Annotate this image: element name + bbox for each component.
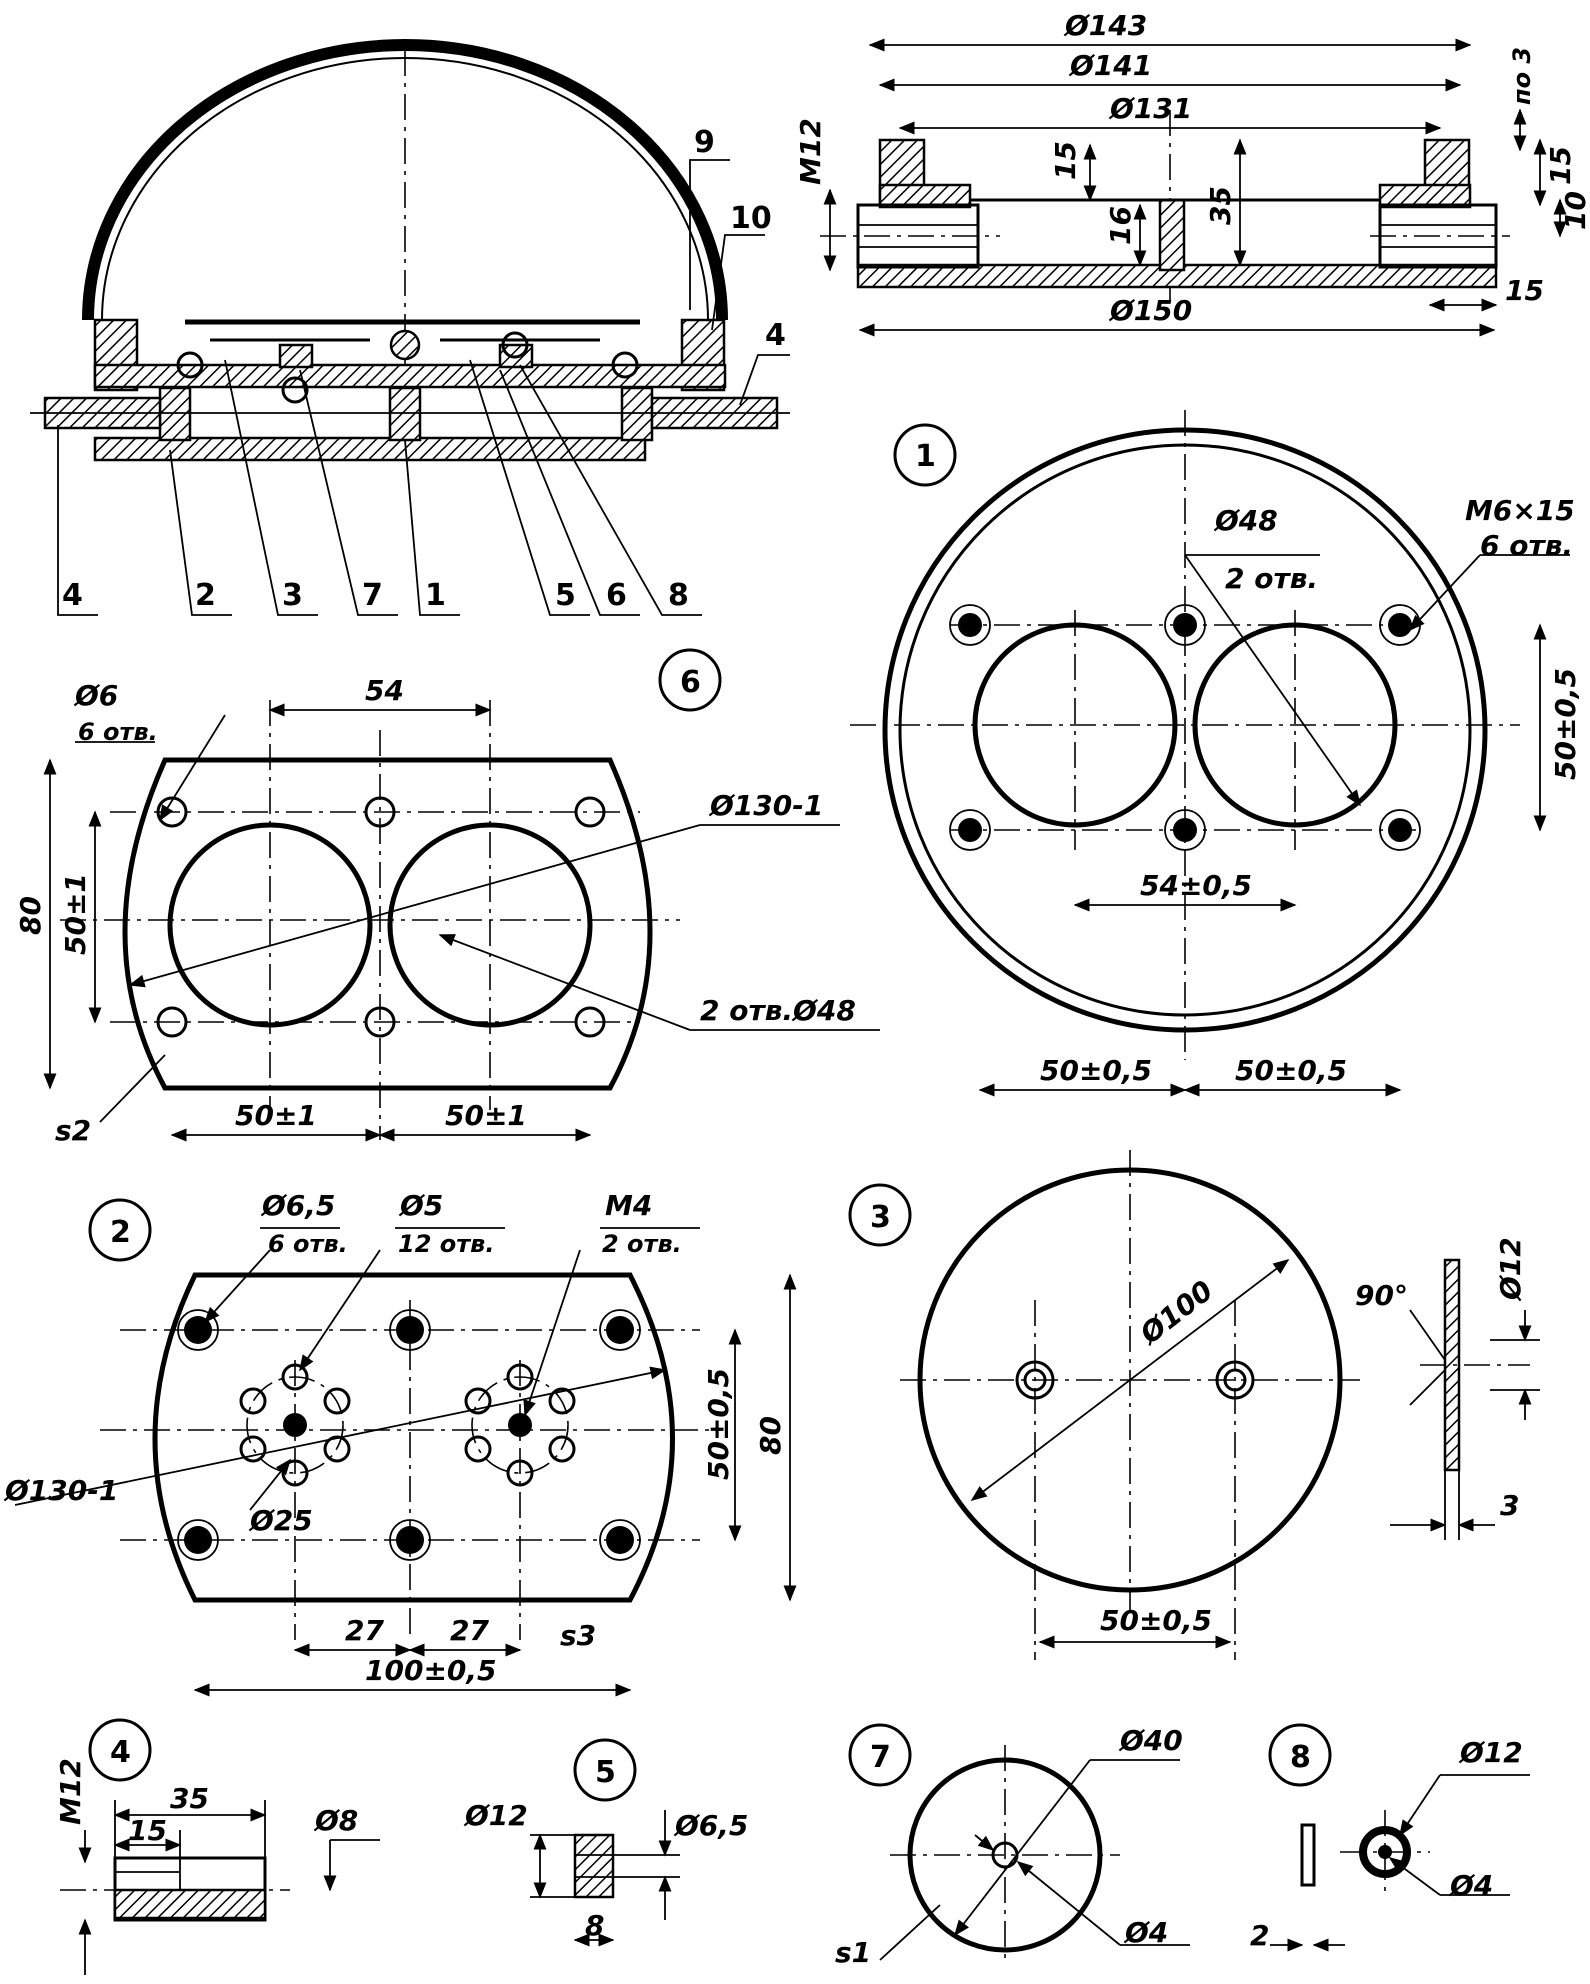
dim-d12: Ø12 [1458,1736,1523,1769]
dim-100: 100±0,5 [365,1654,497,1687]
assembly-section-view [30,39,790,616]
dim-d5: Ø5 [398,1189,443,1222]
part5-number: 5 [595,1755,616,1790]
part6-plate [43,648,880,1142]
part1-number: 1 [915,439,936,474]
dim-27-left: 27 [345,1614,384,1647]
part6-number: 6 [680,665,701,700]
callout-6: 6 [606,578,627,613]
holes-12: 12 отв. [398,1230,494,1258]
dim-50-left: 50±1 [235,1099,317,1132]
dim-d4: Ø4 [1448,1869,1493,1902]
callout-5: 5 [555,578,576,613]
callout-2: 2 [195,578,216,613]
part5-washer [530,1738,680,1947]
dim-h15: 15 [1049,141,1082,180]
dim-w15: 15 [1505,274,1544,307]
dim-27-right: 27 [450,1614,489,1647]
dim-d25: Ø25 [248,1504,313,1537]
dim-d40: Ø40 [1118,1724,1183,1757]
part7-number: 7 [870,1740,891,1775]
part4-number: 4 [110,1735,131,1770]
dim-d48: Ø48 [1213,504,1278,537]
part8-washer [1268,1723,1530,1952]
dim-m6x15: M6×15 [1465,494,1575,527]
thickness-s1: s1 [835,1936,871,1969]
thickness-s3: s3 [560,1619,596,1652]
dim-d4: Ø4 [1123,1916,1168,1949]
dim-d131: Ø131 [1108,92,1192,125]
callout-1: 1 [425,578,446,613]
dim-50-vertical: 50±0,5 [702,1368,735,1480]
callout-8: 8 [668,578,689,613]
dim-54: 54±0,5 [1140,869,1252,902]
dim-m4: M4 [605,1189,652,1222]
dim-35: 35 [170,1782,209,1815]
dim-50-vertical: 50±1 [59,873,92,955]
dim-50-vertical: 50±0,5 [1549,668,1582,780]
dim-h35: 35 [1204,186,1237,225]
dim-50-right: 50±1 [445,1099,527,1132]
dim-m12: M12 [54,1758,87,1825]
dim-50: 50±0,5 [1100,1604,1212,1637]
dim-d130: Ø130-1 [708,789,823,822]
dim-d141: Ø141 [1068,49,1152,82]
dim-d6: Ø6 [73,679,118,712]
dim-50-left: 50±0,5 [1040,1054,1152,1087]
angle-90: 90° [1355,1279,1408,1312]
part2-plate [14,1198,797,1697]
part8-number: 8 [1290,1740,1311,1775]
callout-9: 9 [694,125,715,160]
part7-disc [848,1723,1190,1965]
part1-section-view [820,38,1567,337]
dim-po3: по 3 [1508,47,1536,105]
holes-6: 6 отв. [1480,529,1573,562]
part3-number: 3 [870,1200,891,1235]
dim-h16: 16 [1104,206,1137,245]
dim-r10: 10 [1559,191,1590,230]
holes-2: 2 отв. [602,1230,682,1258]
dim-d12: Ø12 [463,1799,528,1832]
dim-d8: Ø8 [313,1804,358,1837]
dim-d130: Ø130-1 [3,1474,118,1507]
part3-disc [848,1150,1540,1660]
dim-m12: M12 [794,118,827,185]
dim-80: 80 [754,1416,787,1455]
holes-48: 2 отв.Ø48 [700,994,856,1027]
dim-d6-5: Ø6,5 [260,1189,335,1222]
dim-15: 15 [128,1814,167,1847]
holes-2: 2 отв. [1225,562,1318,595]
dim-r15: 15 [1544,146,1577,185]
callout-10: 10 [730,201,772,236]
holes-6: 6 отв. [268,1230,348,1258]
dim-50-right: 50±0,5 [1235,1054,1347,1087]
dim-d6-5: Ø6,5 [673,1809,748,1842]
thickness-s2: s2 [55,1114,91,1147]
dim-54: 54 [365,674,404,707]
dim-d100: Ø100 [1132,1274,1219,1352]
callout-3: 3 [282,578,303,613]
thickness-3: 3 [1500,1489,1519,1522]
dim-8: 8 [585,1909,604,1942]
dim-2: 2 [1250,1919,1269,1952]
callout-4-right: 4 [765,318,786,353]
callout-4-left: 4 [62,578,83,613]
callout-7: 7 [362,578,383,613]
dim-d143: Ø143 [1063,9,1147,42]
part4-pin [60,1718,380,1975]
dim-80: 80 [14,896,47,935]
dim-d12: Ø12 [1494,1237,1527,1302]
holes-6: 6 отв. [78,718,158,746]
dim-d150: Ø150 [1108,294,1192,327]
part1-plan-view [850,410,1570,1097]
part2-number: 2 [110,1215,131,1250]
